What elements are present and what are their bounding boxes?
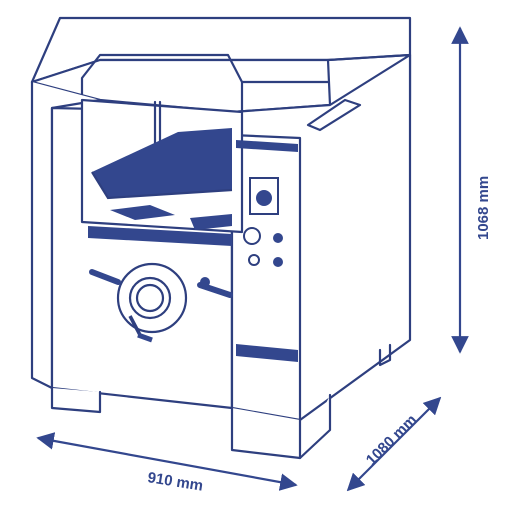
side-handle [306,98,362,132]
switch-button [273,233,283,243]
depth-dimension: 1080 mm [346,396,442,492]
front-band [88,226,232,246]
indicator-lamp [248,254,260,266]
depth-label: 1080 mm [363,411,420,468]
height-handwheel [116,262,188,343]
height-label: 1068 mm [475,176,492,240]
width-label: 910 mm [146,469,204,495]
stop-button [273,257,283,267]
left-lever [89,269,121,285]
table-surface [92,128,232,198]
panel-bottom-bar [236,344,298,362]
feed-levers [89,269,233,298]
panel-top-bar [236,140,298,152]
height-dimension: 1068 mm [451,26,492,354]
planer-table [91,128,233,230]
table-rollers [110,205,232,230]
control-panel-details [236,140,298,362]
width-arrow [36,432,298,491]
front-left-foot [50,386,102,414]
depth-arrow [346,396,442,492]
start-knob [243,227,261,245]
gauge-dial [256,190,272,206]
back-right-foot [298,393,332,460]
table-edge [91,171,233,200]
hood-left [80,53,244,114]
rear-leg [378,343,392,367]
